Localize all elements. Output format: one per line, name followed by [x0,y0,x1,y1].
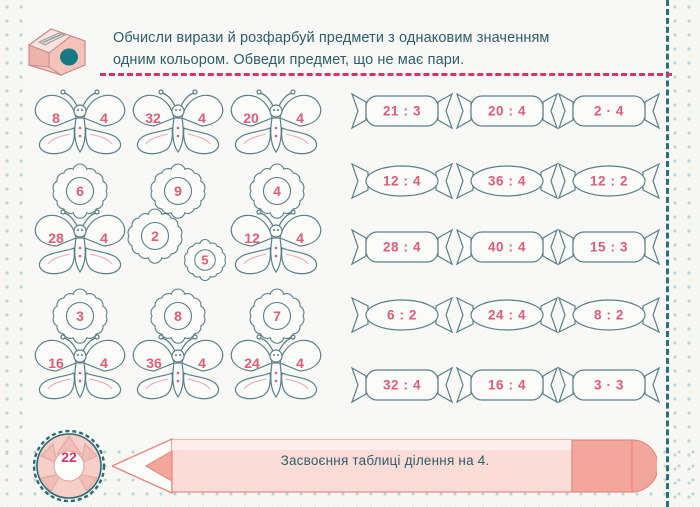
flower-shape[interactable] [248,287,306,345]
candy-oval-shape[interactable] [557,292,661,338]
butterfly-shape[interactable] [126,333,230,405]
flower-number: 6 [76,183,84,199]
candy-expression: 21 : 3 [382,103,422,119]
candy-shape[interactable] [557,224,661,270]
butterfly-shape[interactable] [224,333,328,405]
candy-expression: 32 : 4 [382,377,422,393]
candy-expression: 28 : 4 [382,239,422,255]
butterfly-left-number: 36 [146,355,162,371]
margin-dashed-line [666,0,669,507]
flower-number: 2 [151,228,159,244]
butterfly-shape[interactable] [224,208,328,280]
header-divider-line [100,73,672,76]
butterfly-right-number: 4 [198,355,206,371]
butterfly-right-number: 4 [198,110,206,126]
butterfly-right-number: 4 [100,355,108,371]
page-number-badge [32,429,106,503]
flower-shape[interactable] [248,162,306,220]
candy-oval-shape[interactable] [557,158,661,204]
butterfly-shape[interactable] [224,88,328,160]
candy-expression: 8 : 2 [593,307,625,323]
candy-expression: 20 : 4 [487,103,527,119]
butterfly-right-number: 4 [296,110,304,126]
candy-shape[interactable] [557,88,661,134]
pencil-sharpener-icon [27,28,86,76]
candy-expression: 3 · 3 [593,377,625,393]
candy-oval-shape[interactable] [455,292,559,338]
flower-number: 5 [201,252,209,268]
butterfly-left-number: 28 [48,230,64,246]
flower-shape[interactable] [126,207,184,265]
candy-expression: 24 : 4 [487,307,527,323]
flower-number: 4 [273,183,281,199]
candy-shape[interactable] [455,224,559,270]
flower-number: 8 [174,308,182,324]
candy-shape[interactable] [350,88,454,134]
candy-expression: 36 : 4 [487,173,527,189]
butterfly-right-number: 4 [296,355,304,371]
butterfly-right-number: 4 [100,230,108,246]
butterfly-shape[interactable] [28,88,132,160]
candy-shape[interactable] [350,362,454,408]
flower-shape[interactable] [149,287,207,345]
page-instruction: Обчисли вирази й розфарбуй предмети з од… [113,30,550,69]
candy-expression: 40 : 4 [487,239,527,255]
candy-expression: 15 : 3 [589,239,629,255]
flower-shape[interactable] [51,287,109,345]
candy-expression: 2 · 4 [593,103,625,119]
footer-topic-label: Засвоєння таблиці ділення на 4. [280,453,490,468]
candy-shape[interactable] [557,362,661,408]
candy-shape[interactable] [350,224,454,270]
pencil-icon [112,437,657,495]
candy-oval-shape[interactable] [455,158,559,204]
candy-expression: 16 : 4 [487,377,527,393]
dot-pattern-right [668,0,700,507]
flower-number: 7 [273,308,281,324]
flower-number: 3 [76,308,84,324]
candy-oval-shape[interactable] [350,158,454,204]
butterfly-right-number: 4 [100,110,108,126]
flower-number: 9 [174,183,182,199]
butterfly-right-number: 4 [296,230,304,246]
butterfly-shape[interactable] [28,333,132,405]
butterfly-left-number: 12 [244,230,260,246]
butterfly-left-number: 20 [243,110,259,126]
candy-shape[interactable] [455,88,559,134]
candy-expression: 12 : 2 [589,173,629,189]
butterfly-shape[interactable] [126,88,230,160]
candy-expression: 12 : 4 [382,173,422,189]
butterfly-left-number: 8 [52,110,60,126]
flower-shape[interactable] [51,162,109,220]
butterfly-shape[interactable] [28,208,132,280]
page-number: 22 [61,449,77,465]
candy-oval-shape[interactable] [350,292,454,338]
butterfly-left-number: 16 [48,355,64,371]
butterfly-left-number: 24 [244,355,260,371]
candy-expression: 6 : 2 [386,307,418,323]
flower-shape[interactable] [149,162,207,220]
butterfly-left-number: 32 [145,110,161,126]
candy-shape[interactable] [455,362,559,408]
flower-small-shape[interactable] [183,238,227,282]
